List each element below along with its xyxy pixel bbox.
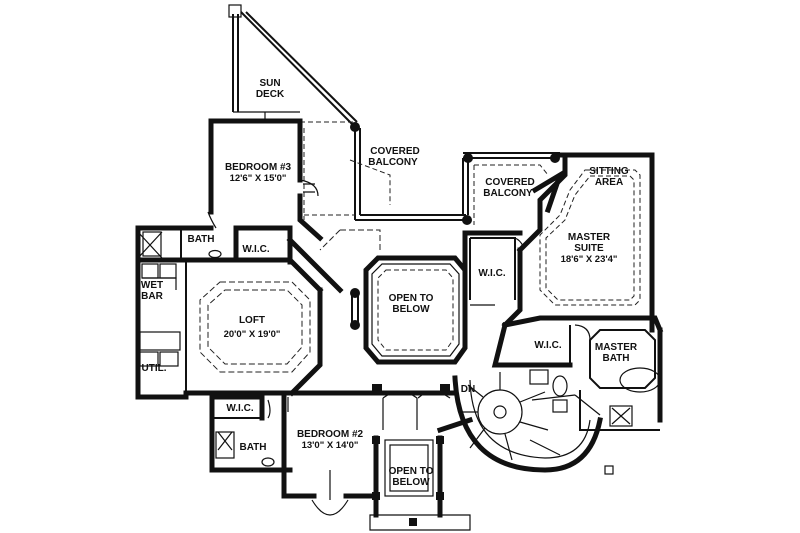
svg-text:BATH: BATH: [187, 234, 214, 245]
svg-text:W.I.C.: W.I.C.: [226, 403, 253, 414]
svg-text:BEDROOM #2: BEDROOM #2: [297, 429, 364, 440]
svg-text:BALCONY: BALCONY: [368, 157, 418, 168]
svg-text:18'6" X 23'4": 18'6" X 23'4": [561, 254, 618, 265]
wet-bar-label-2: BAR: [141, 291, 163, 302]
svg-text:COVERED: COVERED: [370, 146, 419, 157]
svg-text:BELOW: BELOW: [392, 304, 430, 315]
corridor: [286, 236, 368, 396]
master-suite-walls: [501, 152, 664, 334]
svg-text:12'6" X 15'0": 12'6" X 15'0": [230, 173, 287, 184]
svg-text:COVERED: COVERED: [485, 177, 534, 188]
svg-text:BATH: BATH: [602, 353, 629, 364]
sun-deck-label-1: SUN: [259, 78, 280, 89]
svg-text:13'0" X 14'0": 13'0" X 14'0": [302, 440, 359, 451]
svg-text:WET: WET: [141, 280, 163, 291]
svg-text:OPEN TO: OPEN TO: [389, 293, 434, 304]
open-below-bottom-label-1: OPEN TO: [389, 466, 434, 477]
svg-text:SUN: SUN: [259, 78, 280, 89]
covered-balcony-right-label-1: COVERED: [485, 177, 534, 188]
covered-balcony-right-label-2: BALCONY: [483, 188, 533, 199]
svg-text:LOFT: LOFT: [239, 315, 265, 326]
wic-bottom-label: W.I.C.: [226, 403, 253, 414]
sun-deck-structure: [228, 4, 358, 125]
bath-bottom-label: BATH: [239, 442, 266, 453]
svg-text:20'0" X 19'0": 20'0" X 19'0": [224, 329, 281, 340]
wet-bar-structure: [135, 257, 177, 333]
bedroom-2-walls: [209, 394, 379, 516]
svg-text:AREA: AREA: [595, 177, 623, 188]
bedroom-2-dims: 13'0" X 14'0": [302, 440, 359, 451]
svg-text:BALCONY: BALCONY: [483, 188, 533, 199]
master-suite-dims: 18'6" X 23'4": [561, 254, 618, 265]
bedroom-3-walls: [208, 112, 324, 242]
sun-deck-label-2: DECK: [256, 89, 285, 100]
svg-text:BEDROOM #3: BEDROOM #3: [225, 162, 292, 173]
open-below-center-label-2: BELOW: [392, 304, 430, 315]
svg-text:BATH: BATH: [239, 442, 266, 453]
covered-balcony-top-structure: [300, 121, 472, 225]
svg-text:OPEN TO: OPEN TO: [389, 466, 434, 477]
master-suite-label-2: SUITE: [574, 243, 604, 254]
bedroom-2-label: BEDROOM #2: [297, 429, 364, 440]
svg-text:BELOW: BELOW: [392, 477, 430, 488]
svg-text:W.I.C.: W.I.C.: [534, 340, 561, 351]
svg-text:SUITE: SUITE: [574, 243, 604, 254]
sitting-area-label-2: AREA: [595, 177, 623, 188]
bedroom-3-label: BEDROOM #3: [225, 162, 292, 173]
wet-bar-label-1: WET: [141, 280, 163, 291]
svg-text:W.I.C.: W.I.C.: [242, 244, 269, 255]
entry-structure: [362, 384, 474, 531]
wic-master-walls: [462, 230, 524, 323]
svg-text:BAR: BAR: [141, 291, 163, 302]
svg-text:MASTER: MASTER: [595, 342, 638, 353]
svg-text:DECK: DECK: [256, 89, 285, 100]
covered-balcony-top-label-2: BALCONY: [368, 157, 418, 168]
central-opening: [319, 229, 468, 365]
bedroom-3-dims: 12'6" X 15'0": [230, 173, 287, 184]
loft-ceiling-detail: [199, 281, 311, 373]
sitting-area-label-1: SITTING: [589, 166, 629, 177]
covered-balcony-right-structure: [462, 152, 565, 225]
util-label: UTIL.: [142, 363, 167, 374]
loft-dims: 20'0" X 19'0": [224, 329, 281, 340]
svg-text:MASTER: MASTER: [568, 232, 611, 243]
master-suite-label-1: MASTER: [568, 232, 611, 243]
svg-text:DN: DN: [461, 384, 475, 395]
master-bath-label-2: BATH: [602, 353, 629, 364]
svg-text:W.I.C.: W.I.C.: [478, 268, 505, 279]
wic-top-label: W.I.C.: [242, 244, 269, 255]
wic-right-label: W.I.C.: [534, 340, 561, 351]
loft-walls: [135, 257, 324, 400]
master-bath-label-1: MASTER: [595, 342, 638, 353]
labels: SUN DECK COVERED BALCONY BEDROOM #3 12'6…: [141, 78, 638, 488]
open-below-center-label-1: OPEN TO: [389, 293, 434, 304]
open-below-bottom-label-2: BELOW: [392, 477, 430, 488]
wic-master-label: W.I.C.: [478, 268, 505, 279]
svg-text:SITTING: SITTING: [589, 166, 629, 177]
loft-label: LOFT: [239, 315, 265, 326]
bath-top-label: BATH: [187, 234, 214, 245]
svg-text:UTIL.: UTIL.: [142, 363, 167, 374]
master-bath-walls: [491, 315, 663, 431]
covered-balcony-top-label-1: COVERED: [370, 146, 419, 157]
dn-label: DN: [461, 384, 475, 395]
